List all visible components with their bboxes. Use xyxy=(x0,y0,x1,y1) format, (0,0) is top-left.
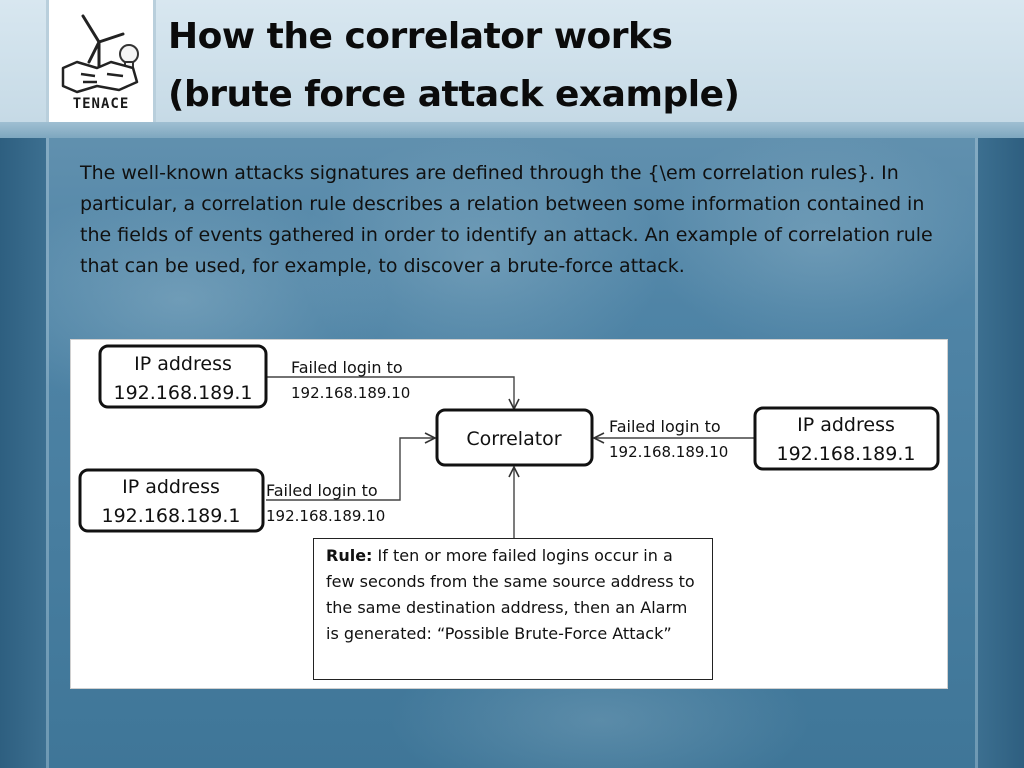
source-left-line1: IP address xyxy=(122,476,220,498)
connector-top xyxy=(266,376,514,409)
correlator-diagram: IP address 192.168.189.1 IP address 192.… xyxy=(70,339,948,689)
source-top-line1: IP address xyxy=(134,353,232,375)
source-right-line1: IP address xyxy=(797,414,895,436)
source-box-left xyxy=(78,468,265,533)
title-line-1: How the correlator works xyxy=(168,16,673,57)
logo-frame: TENACE xyxy=(46,0,156,122)
connector-left xyxy=(266,438,435,501)
edge-top-line1: Failed login to xyxy=(291,358,403,377)
header-bar xyxy=(0,0,1024,122)
source-left-line2: 192.168.189.1 xyxy=(101,505,240,527)
logo-text: TENACE xyxy=(73,96,130,112)
handshake-icon xyxy=(61,60,139,94)
slide-title: How the correlator works (brute force at… xyxy=(168,8,948,124)
edge-right-line1: Failed login to xyxy=(609,417,721,436)
rule-label: Rule: xyxy=(326,546,373,565)
correlator-label: Correlator xyxy=(466,428,561,450)
body-paragraph: The well-known attacks signatures are de… xyxy=(80,162,933,277)
rule-box: Rule: If ten or more failed logins occur… xyxy=(313,538,713,680)
source-top-line2: 192.168.189.1 xyxy=(113,382,252,404)
left-band-edge xyxy=(46,0,49,768)
title-line-2: (brute force attack example) xyxy=(168,74,740,115)
source-box-top xyxy=(98,344,268,409)
diagram-canvas: IP address 192.168.189.1 IP address 192.… xyxy=(78,344,940,538)
edge-top-line2: 192.168.189.10 xyxy=(291,384,410,402)
wind-turbine-icon xyxy=(81,14,125,80)
edge-left-line2: 192.168.189.10 xyxy=(266,507,385,525)
right-band-edge xyxy=(975,0,978,768)
correlator-box xyxy=(435,408,594,467)
header-stripe xyxy=(0,122,1024,138)
edge-right-line2: 192.168.189.10 xyxy=(609,443,728,461)
rule-text: If ten or more failed logins occur in a … xyxy=(326,546,695,643)
edge-left-line1: Failed login to xyxy=(266,481,378,500)
source-box-right xyxy=(753,406,940,471)
tenace-logo: TENACE xyxy=(61,14,139,112)
source-right-line2: 192.168.189.1 xyxy=(776,443,915,465)
